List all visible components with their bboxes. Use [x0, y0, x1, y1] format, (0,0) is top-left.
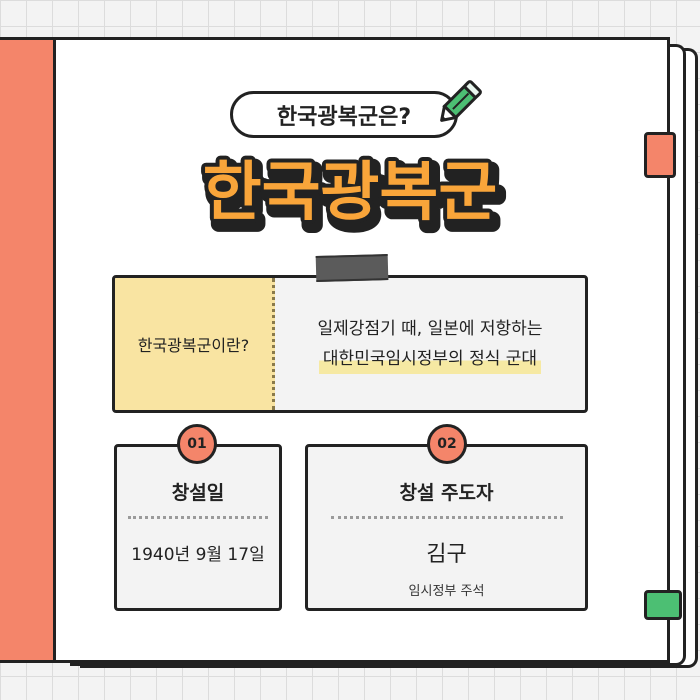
card-2-name: 김구 [426, 542, 467, 567]
definition-line-2: 대한민국임시정부의 정식 군대 [318, 344, 542, 374]
definition-label-panel: 한국광복군이란? [115, 278, 275, 410]
card-2-number-badge: 02 [427, 424, 467, 464]
header-pill-text: 한국광복군은? [276, 104, 412, 130]
main-title-shadow: 한국광복군 [207, 162, 501, 236]
card-1-number: 01 [187, 436, 207, 452]
definition-label: 한국광복군이란? [137, 336, 250, 355]
bookmark-tab-green[interactable] [644, 590, 682, 620]
header-pill: 한국광복군은? [230, 91, 458, 138]
card-founder [305, 444, 588, 611]
card-2-number: 02 [437, 436, 457, 452]
definition-text-panel: 일제강점기 때, 일본에 저항하는 대한민국임시정부의 정식 군대 [275, 278, 585, 410]
card-2-divider [331, 516, 563, 519]
card-2-title: 창설 주도자 [399, 482, 494, 504]
card-2-subtitle: 임시정부 주석 [408, 584, 485, 599]
tape-decoration [315, 254, 389, 282]
bookmark-tab-red[interactable] [644, 132, 676, 178]
card-founding-date [114, 444, 282, 611]
main-title-text: 한국광복군 [203, 156, 497, 230]
card-1-divider [128, 516, 268, 519]
definition-line-1: 일제강점기 때, 일본에 저항하는 [317, 319, 543, 339]
card-1-value: 1940년 9월 17일 [131, 545, 265, 565]
main-title: 한국광복군 한국광복군 [120, 148, 580, 248]
definition-box: 한국광복군이란? 일제강점기 때, 일본에 저항하는 대한민국임시정부의 정식 … [112, 275, 588, 413]
main-title-graphic: 한국광복군 한국광복군 [199, 152, 508, 243]
pencil-icon [440, 80, 482, 122]
notebook-cover [0, 37, 56, 663]
card-1-number-badge: 01 [177, 424, 217, 464]
card-1-title: 창설일 [171, 482, 225, 504]
